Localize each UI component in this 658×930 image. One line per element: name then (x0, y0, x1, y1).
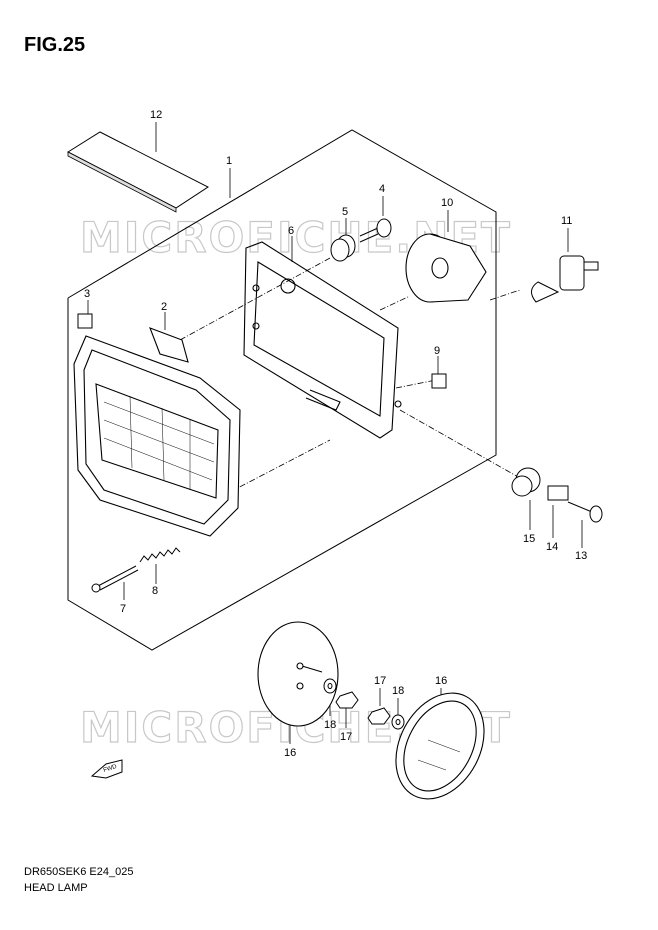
adjust-screw-13 (567, 501, 603, 523)
diagram-name: HEAD LAMP (24, 882, 88, 894)
callout-6: 6 (288, 225, 294, 237)
callout-1: 1 (226, 155, 232, 167)
sticker-plate (66, 131, 209, 213)
nut-17-left (335, 691, 359, 709)
nut-17-right (367, 707, 391, 725)
clip-9 (431, 373, 447, 389)
callout-3: 3 (84, 288, 90, 300)
callout-15: 15 (523, 533, 535, 545)
headlamp-unit (73, 327, 241, 537)
callout-17-top: 17 (374, 675, 386, 687)
leader-lines (87, 122, 583, 744)
callout-13: 13 (575, 550, 587, 562)
collar-14 (547, 485, 569, 501)
callout-8: 8 (152, 585, 158, 597)
callout-18-left: 18 (324, 719, 336, 731)
fwd-marker-label: FWD (103, 764, 118, 774)
nut-3 (77, 313, 93, 329)
figure-title: FIG.25 (24, 34, 86, 56)
callout-5: 5 (342, 206, 348, 218)
socket-cover (405, 233, 487, 303)
diagram-code: DR650SEK6 E24_025 (24, 866, 134, 878)
callout-16-left: 16 (284, 747, 296, 759)
lens-cover-right (395, 692, 485, 800)
callout-11: 11 (561, 215, 572, 227)
bulb (531, 255, 599, 303)
callout-9: 9 (434, 345, 440, 357)
washer-18-right (391, 714, 405, 730)
callout-10: 10 (441, 197, 453, 209)
long-screw-7 (91, 565, 139, 593)
mounting-frame (243, 241, 402, 439)
spring-8 (139, 547, 181, 563)
callout-7: 7 (120, 603, 126, 615)
callout-labels: 12 1 4 5 10 11 6 3 2 9 15 14 13 7 8 17 1… (84, 109, 587, 759)
screw-4 (359, 218, 392, 243)
callout-17-left: 17 (340, 731, 352, 743)
callout-18-top: 18 (392, 685, 404, 697)
callout-4: 4 (379, 183, 385, 195)
callout-12: 12 (150, 109, 162, 121)
callout-2: 2 (161, 301, 167, 313)
assembly-outline (67, 129, 497, 651)
callout-16-right: 16 (435, 675, 447, 687)
washer-18-left (323, 678, 337, 694)
callout-14: 14 (546, 541, 558, 553)
fwd-arrow-icon: FWD (90, 759, 123, 779)
lens-cover-left (257, 621, 339, 727)
adjuster-grommet-15 (511, 467, 541, 497)
grommet-5 (330, 234, 356, 262)
